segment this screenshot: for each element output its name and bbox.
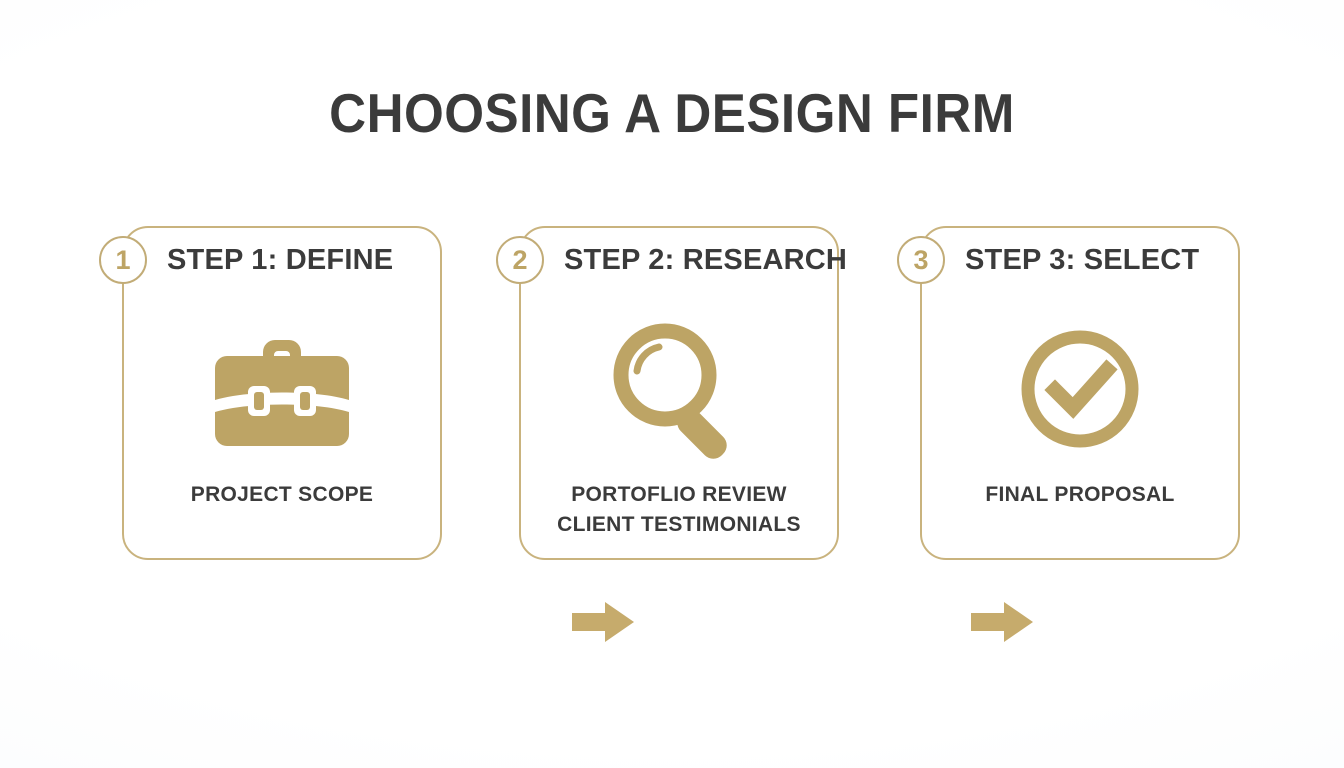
step-number-badge-2: 2: [496, 236, 544, 284]
connector-arrow-2: [971, 600, 1033, 644]
step-card-3[interactable]: 3 STEP 3: SELECT FINAL PROPOSAL: [897, 226, 1240, 560]
step-number-badge-3: 3: [897, 236, 945, 284]
step-caption-3: FINAL PROPOSAL: [922, 480, 1238, 510]
step-card-2[interactable]: 2 STEP 2: RESEARCH PORTOFLIO REVIEW CLIE…: [496, 226, 847, 560]
step-heading-1: STEP 1: DEFINE: [167, 244, 394, 276]
step-number-badge-1: 1: [99, 236, 147, 284]
step-heading-2: STEP 2: RESEARCH: [564, 244, 848, 276]
step-icon-2: [521, 314, 837, 464]
check-circle-icon: [1021, 330, 1139, 448]
step-caption-1: PROJECT SCOPE: [124, 480, 440, 510]
caption-line: CLIENT TESTIMONIALS: [557, 513, 801, 536]
briefcase-icon: [215, 340, 349, 446]
step-card-1[interactable]: 1 STEP 1: DEFINE PROJECT SCOPE: [99, 226, 442, 560]
steps-row: 1 STEP 1: DEFINE PROJECT SCOPE 2 STEP: [99, 226, 1240, 642]
step-icon-3: [922, 314, 1238, 464]
connector-arrow-1: [572, 600, 634, 644]
arrow-right-icon: [971, 602, 1033, 642]
caption-line: FINAL PROPOSAL: [985, 483, 1175, 506]
caption-line: PROJECT SCOPE: [190, 483, 374, 506]
page-title: CHOOSING A DESIGN FIRM: [329, 82, 1015, 144]
step-icon-1: [124, 314, 440, 464]
magnifying-glass-icon: [613, 323, 727, 459]
arrow-right-icon: [572, 602, 634, 642]
caption-line: PORTOFLIO REVIEW: [571, 483, 787, 506]
step-heading-3: STEP 3: SELECT: [965, 244, 1200, 276]
step-caption-2: PORTOFLIO REVIEW CLIENT TESTIMONIALS: [521, 480, 837, 540]
